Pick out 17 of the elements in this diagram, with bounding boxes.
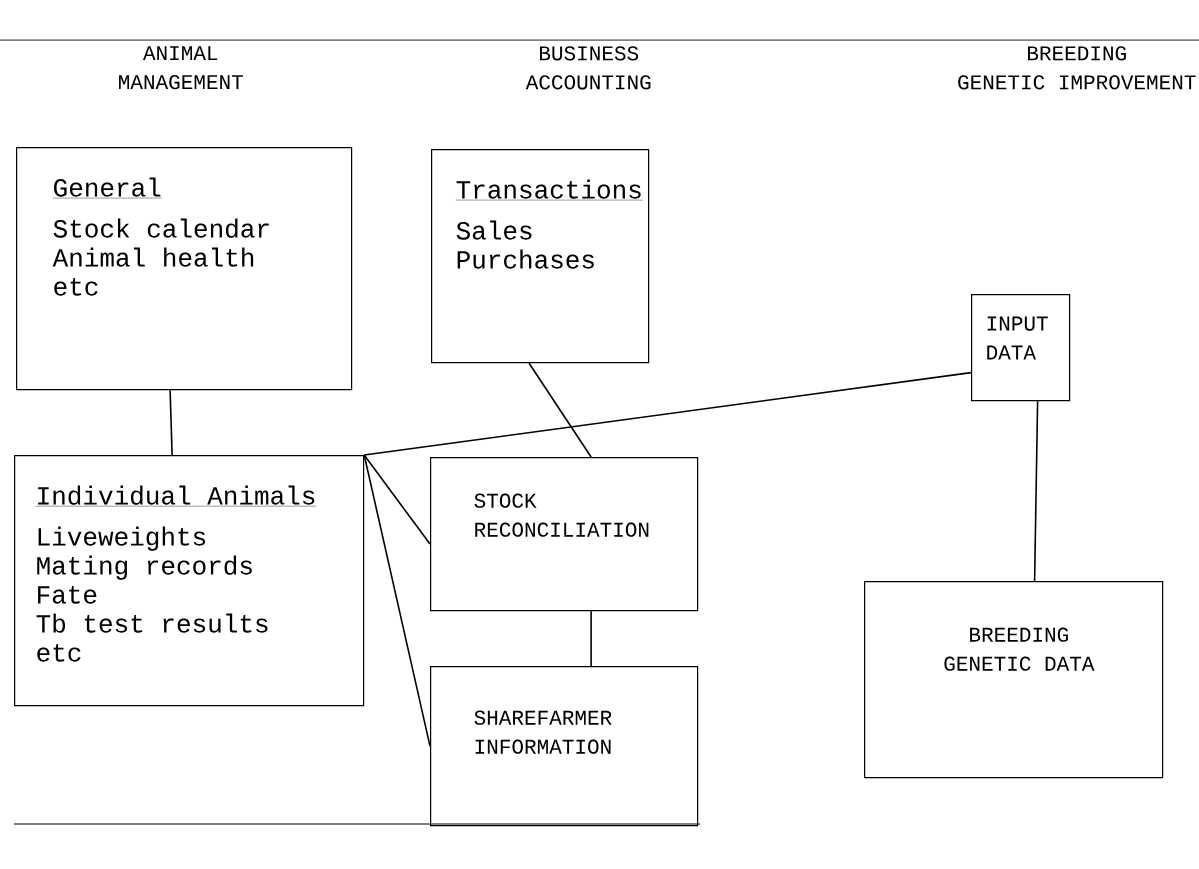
connector-line xyxy=(590,610,592,667)
connector-line xyxy=(363,454,431,545)
connector-line xyxy=(363,454,431,747)
column-heading: ANIMAL MANAGEMENT xyxy=(119,46,243,90)
connector-line xyxy=(363,371,972,456)
process-box: General Stock calendar Animal health etc xyxy=(16,147,353,391)
column-heading: BUSINESS ACCOUNTING xyxy=(525,46,651,90)
connector-line xyxy=(1033,400,1039,582)
column-heading: BREEDING GENETIC IMPROVEMENT xyxy=(958,46,1196,90)
process-box: INPUT DATA xyxy=(971,294,1071,402)
process-box: BREEDING GENETIC DATA xyxy=(864,581,1164,779)
connector-line xyxy=(169,389,173,456)
process-box: Individual Animals Liveweights Mating records Fate Tb test results etc xyxy=(14,455,365,707)
process-box: SHAREFARMER INFORMATION xyxy=(430,666,699,827)
process-box: Transactions Sales Purchases xyxy=(431,149,650,364)
connector-line xyxy=(528,362,592,458)
process-box: STOCK RECONCILIATION xyxy=(430,457,699,612)
